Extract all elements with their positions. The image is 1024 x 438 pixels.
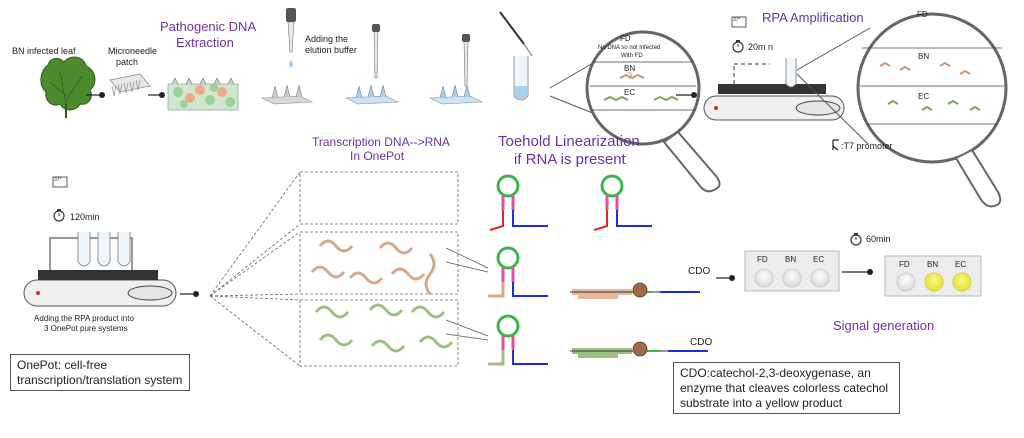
extraction-title-1: Pathogenic DNA [160,19,257,34]
toehold-title-1: Toehold Linearization [498,133,640,150]
extraction-title-2: Extraction [176,35,234,50]
rpa-lens-bn: BN [918,52,930,61]
well-label-ec-2: EC [955,260,967,269]
onepot-heat-block [23,232,177,307]
cdo-label-1: CDO [688,266,711,277]
linearized-strand-ec [570,341,708,358]
cdo-definition-box: CDO:catechol-2,3-deoxygenase, an enzyme … [673,362,900,414]
patch-step-1 [260,84,314,105]
rpa-lens-fd: FD [917,10,928,19]
signal-time: 60min [866,234,891,244]
well-label-fd-2: FD [899,260,910,269]
t7-promoter-label: :T7 promoter [841,141,893,151]
fd-lens-note-2: With FD [621,53,643,59]
toehold-switch-4 [488,314,548,366]
well-label-ec-1: EC [813,255,825,264]
patch-label-2: patch [116,57,139,67]
plate-before [744,250,840,292]
toehold-switch-2 [593,174,652,231]
rpa-heat-block [703,58,845,121]
stopwatch-icon-signal [850,233,862,246]
patch-step-2 [344,24,400,105]
transcription-title-2: In OnePot [350,149,405,163]
rpa-time: 20m n [748,42,774,52]
onepot-add-label-1: Adding the RPA product into [34,314,134,323]
toehold-title-2: if RNA is present [514,151,626,168]
plate-after [884,255,982,297]
fd-lens-note-1: No DNA so not infected [598,45,661,51]
microneedle-patch-icon [109,73,151,97]
cdo-label-2: CDO [690,337,713,348]
fd-lens-bn: BN [624,64,636,73]
toehold-switch-3 [488,246,548,298]
onepot-temp-icon [52,176,68,188]
rna-strands-ec [314,303,454,353]
stopwatch-icon-rpa [732,40,744,53]
well-label-bn-1: BN [785,255,797,264]
fd-magnifier [549,30,721,193]
rpa-temp-icon [731,16,747,28]
toehold-switch-1 [489,174,548,231]
tissue-cells-icon [167,77,239,111]
leaf-icon [40,56,96,118]
rna-strands-bn [310,239,436,295]
signal-generation-title: Signal generation [833,318,935,333]
rpa-lens-ec: EC [918,92,930,101]
patch-label-1: Microneedle [108,46,158,56]
onepot-add-label-2: 3 OnePot pure systems [44,324,128,333]
elution-label-1: Adding the [305,34,349,44]
dropper-icon [286,8,296,68]
onepot-definition-box: OnePot: cell-free transcription/translat… [10,354,190,391]
fd-lens-fd: FD [620,34,631,43]
fd-lens-ec: EC [624,88,636,97]
leaf-label: BN infected leaf [12,46,76,56]
well-label-bn-2: BN [927,260,939,269]
elution-label-2: elution buffer [305,45,357,55]
pipette-icon [499,11,533,57]
tube-icon [513,56,529,101]
transcription-title-1: Transcription DNA-->RNA [312,135,450,149]
stopwatch-icon-onepot [53,209,65,222]
t7-promoter-icon [832,139,839,151]
onepot-time: 120min [70,212,100,222]
patch-step-3 [428,34,484,105]
rpa-title: RPA Amplification [762,10,864,25]
panel-to-switch-lines [445,247,489,341]
transcription-panels [209,171,459,367]
well-label-fd-1: FD [757,255,768,264]
linearized-strand-bn [570,282,700,299]
rpa-temp: 37° [733,17,741,23]
onepot-temp: 37° [54,177,62,183]
rpa-magnifier [796,12,1008,208]
